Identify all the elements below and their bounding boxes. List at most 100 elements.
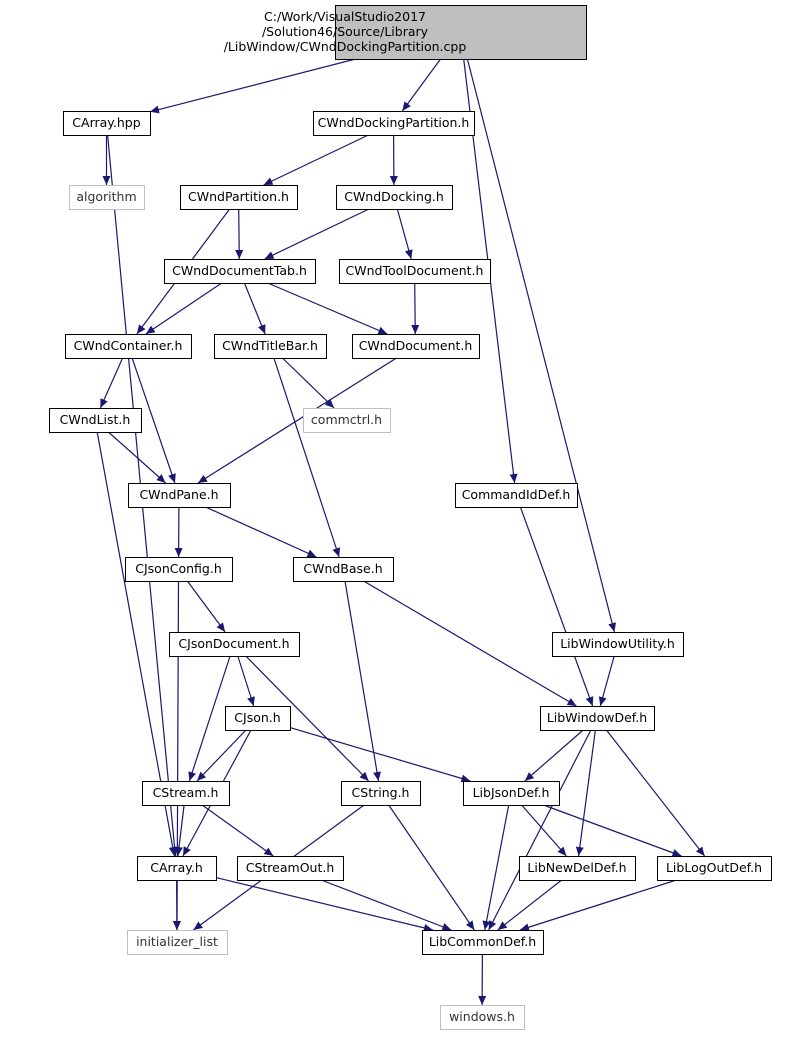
- node-box: [180, 185, 298, 210]
- node-cwnddocumenttab_h[interactable]: CWndDocumentTab.h: [164, 259, 316, 284]
- node-commandiddef_h[interactable]: CommandIdDef.h: [455, 483, 578, 508]
- edge-cwnddockingpartition_h-to-cwndpartition_h: [263, 134, 369, 186]
- node-libwindowutility_h[interactable]: LibWindowUtility.h: [552, 632, 684, 657]
- node-carray_hpp[interactable]: CArray.hpp: [63, 111, 151, 136]
- edge-carray_h-to-libcommondef_h: [215, 877, 434, 932]
- node-box: [552, 632, 684, 657]
- node-label: algorithm: [76, 189, 136, 204]
- node-cwndtooldocument_h[interactable]: CWndToolDocument.h: [339, 259, 491, 284]
- node-label: LibLogOutDef.h: [666, 860, 762, 875]
- node-label: LibJsonDef.h: [473, 785, 550, 800]
- node-libjsondef_h[interactable]: LibJsonDef.h: [463, 781, 560, 806]
- node-box: [540, 706, 655, 731]
- node-label: LibNewDelDef.h: [527, 860, 626, 875]
- node-cwndlist_h[interactable]: CWndList.h: [49, 408, 142, 433]
- edge-cjsondocument_h-to-cstream_h: [188, 655, 231, 782]
- node-liblogoutdef_h[interactable]: LibLogOutDef.h: [657, 856, 772, 881]
- node-box: [341, 781, 421, 806]
- edge-cwnddocking_h-to-cwndtooldocument_h: [396, 208, 413, 260]
- edge-cwndtooldocument_h-to-cwnddocument_h: [411, 282, 420, 335]
- node-box: [65, 334, 192, 359]
- node-label: LibWindowUtility.h: [560, 636, 675, 651]
- node-label: CWndDockingPartition.h: [318, 115, 470, 130]
- node-label: LibWindowDef.h: [547, 710, 647, 725]
- node-box: [63, 111, 151, 136]
- node-libcommondef_h[interactable]: LibCommonDef.h: [422, 930, 544, 955]
- edge-cwnddocumenttab_h-to-cwnddocument_h: [267, 282, 388, 335]
- edge-liblogoutdef_h-to-libcommondef_h: [519, 879, 677, 932]
- node-box: [519, 856, 636, 881]
- node-label: initializer_list: [136, 934, 218, 949]
- node-libnewdeldef_h[interactable]: LibNewDelDef.h: [519, 856, 636, 881]
- node-cwndpartition_h[interactable]: CWndPartition.h: [180, 185, 298, 210]
- node-label: CommandIdDef.h: [462, 487, 571, 502]
- edge-cwndtitlebar_h-to-cwndbase_h: [273, 357, 341, 558]
- node-initializer_list[interactable]: initializer_list: [127, 930, 228, 955]
- edge-root-to-carray_hpp: [149, 58, 356, 114]
- edge-libwindowutility_h-to-libwindowdef_h: [598, 655, 615, 707]
- node-cwndbase_h[interactable]: CWndBase.h: [293, 557, 394, 582]
- node-commctrl_h[interactable]: commctrl.h: [303, 408, 391, 433]
- edge-cjsondocument_h-to-cjson_h: [237, 655, 255, 707]
- node-cstring_h[interactable]: CString.h: [341, 781, 421, 806]
- node-box: [214, 334, 327, 359]
- edge-libwindowdef_h-to-libnewdeldef_h: [575, 729, 596, 857]
- node-label: CWndToolDocument.h: [346, 263, 484, 278]
- node-cstream_h[interactable]: CStream.h: [142, 781, 230, 806]
- node-cstreamout_h[interactable]: CStreamOut.h: [237, 856, 344, 881]
- node-label: CArray.h: [150, 860, 203, 875]
- node-box: [128, 483, 231, 508]
- edge-cstream_h-to-cstreamout_h: [201, 804, 274, 857]
- node-windows_h[interactable]: windows.h: [440, 1005, 525, 1030]
- node-label: CWndContainer.h: [74, 338, 183, 353]
- node-label: CStreamOut.h: [246, 860, 335, 875]
- node-cwndcontainer_h[interactable]: CWndContainer.h: [65, 334, 192, 359]
- edge-cstring_h-to-libcommondef_h: [388, 804, 475, 931]
- node-label: CWndPane.h: [139, 487, 218, 502]
- node-cwndtitlebar_h[interactable]: CWndTitleBar.h: [214, 334, 327, 359]
- edge-commandiddef_h-to-libwindowdef_h: [519, 506, 594, 707]
- node-box: [440, 1005, 525, 1030]
- node-box: [137, 856, 217, 881]
- edge-cjsonconfig_h-to-cjsondocument_h: [186, 580, 226, 633]
- node-box: [49, 408, 142, 433]
- edge-cjsondocument_h-to-cstring_h: [245, 655, 370, 782]
- node-label: CString.h: [352, 785, 410, 800]
- node-algorithm[interactable]: algorithm: [69, 185, 145, 210]
- edge-cwnddocumenttab_h-to-cwndcontainer_h: [145, 282, 223, 335]
- edge-cwndpane_h-to-cwndbase_h: [205, 506, 317, 558]
- node-label: windows.h: [449, 1009, 515, 1024]
- node-box: [125, 557, 233, 582]
- node-cjsondocument_h[interactable]: CJsonDocument.h: [169, 632, 300, 657]
- node-box: [225, 706, 291, 731]
- edge-libwindowdef_h-to-libcommondef_h: [488, 729, 592, 931]
- node-label: /LibWindow/CWndDockingPartition.cpp: [224, 39, 467, 54]
- edge-cjson_h-to-cstream_h: [196, 729, 247, 782]
- edge-cwndcontainer_h-to-cwndpane_h: [131, 357, 176, 484]
- node-cwnddocument_h[interactable]: CWndDocument.h: [352, 334, 480, 359]
- edge-cwndbase_h-to-libwindowdef_h: [363, 580, 577, 707]
- edge-root-to-libwindowutility_h: [466, 58, 617, 633]
- edge-cwndlist_h-to-cwndpane_h: [108, 431, 166, 484]
- node-box: [336, 185, 453, 210]
- node-cwnddockingpartition_h[interactable]: CWndDockingPartition.h: [313, 111, 475, 136]
- node-cwndpane_h[interactable]: CWndPane.h: [128, 483, 231, 508]
- node-cjsonconfig_h[interactable]: CJsonConfig.h: [125, 557, 233, 582]
- node-label: commctrl.h: [311, 412, 382, 427]
- node-box: [422, 930, 544, 955]
- node-label: LibCommonDef.h: [429, 934, 536, 949]
- node-label: CWndTitleBar.h: [222, 338, 318, 353]
- node-root[interactable]: C:/Work/VisualStudio2017/Solution46/Sour…: [224, 5, 587, 60]
- edge-cwnddocument_h-to-cwndpane_h: [197, 357, 397, 484]
- edge-cwndcontainer_h-to-cwndlist_h: [99, 357, 124, 409]
- node-label: /Solution46/Source/Library: [262, 24, 429, 39]
- node-box: [237, 856, 344, 881]
- node-cwnddocking_h[interactable]: CWndDocking.h: [336, 185, 453, 210]
- node-box: [164, 259, 316, 284]
- node-box: [142, 781, 230, 806]
- node-libwindowdef_h[interactable]: LibWindowDef.h: [540, 706, 655, 731]
- node-carray_h[interactable]: CArray.h: [137, 856, 217, 881]
- edge-cjson_h-to-libjsondef_h: [289, 727, 471, 783]
- node-cjson_h[interactable]: CJson.h: [225, 706, 291, 731]
